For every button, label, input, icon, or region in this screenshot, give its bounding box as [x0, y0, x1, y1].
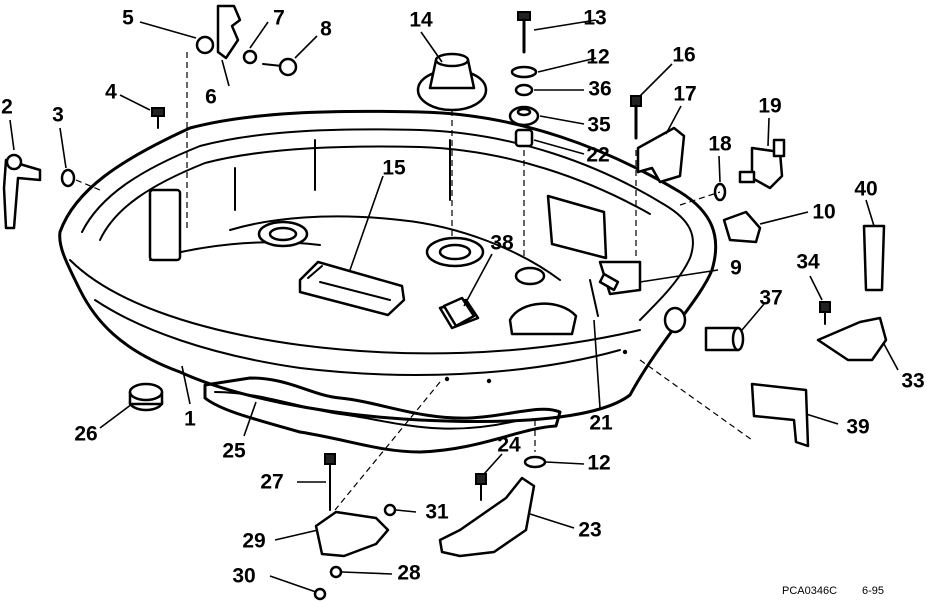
screw-21 — [589, 279, 599, 317]
callout-26: 26 — [74, 423, 97, 446]
callout-13: 13 — [583, 7, 606, 30]
spacer-22 — [514, 128, 534, 148]
socket-38 — [442, 296, 476, 328]
washer-12-bottom — [523, 455, 547, 469]
lower-motor-cover — [58, 109, 718, 424]
callout-23: 23 — [578, 519, 601, 542]
clip-10 — [722, 210, 762, 244]
callout-3: 3 — [52, 104, 64, 127]
callout-27: 27 — [260, 471, 283, 494]
callout-2: 2 — [1, 96, 13, 119]
nut-31 — [383, 503, 397, 517]
figure-ref-code: PCA0346C — [782, 585, 837, 597]
screw-24 — [475, 473, 487, 501]
tube-37 — [704, 326, 745, 352]
callout-24: 24 — [497, 434, 521, 457]
callout-34: 34 — [796, 251, 820, 274]
latch-6 — [216, 4, 242, 60]
callout-31: 31 — [425, 501, 449, 524]
callout-1: 1 — [184, 408, 196, 431]
nut-28 — [329, 565, 343, 579]
bracket-23 — [438, 476, 536, 558]
callout-33: 33 — [901, 370, 924, 393]
washer-7 — [242, 49, 258, 65]
rod-40 — [862, 224, 886, 292]
callout-36: 36 — [588, 78, 611, 101]
assembly-lines — [75, 52, 753, 511]
screw-34 — [819, 301, 831, 325]
callout-18: 18 — [708, 133, 732, 156]
leader-lines — [9, 19, 899, 593]
callout-29: 29 — [242, 530, 265, 553]
callout-19: 19 — [758, 95, 781, 118]
callout-28: 28 — [397, 562, 421, 585]
valve-19 — [738, 138, 786, 190]
bolt-13 — [517, 11, 531, 54]
mount-26 — [128, 382, 164, 412]
bolt-8 — [262, 57, 298, 77]
callout-14: 14 — [409, 9, 433, 32]
callout-39: 39 — [846, 416, 869, 439]
callout-30: 30 — [232, 565, 255, 588]
callout-9: 9 — [730, 257, 742, 280]
lever-2 — [2, 153, 42, 230]
nut-36 — [514, 83, 534, 97]
screw-27 — [324, 453, 336, 511]
callout-16: 16 — [672, 44, 695, 67]
callout-35: 35 — [587, 114, 611, 137]
callout-12-bottom: 12 — [587, 452, 610, 475]
callout-15: 15 — [382, 157, 406, 180]
callout-5: 5 — [122, 7, 134, 30]
bolt-16 — [630, 95, 642, 140]
callout-labels: 1 2 3 4 5 6 7 8 9 10 12 12 13 14 15 16 1… — [1, 7, 925, 588]
callout-25: 25 — [222, 440, 246, 463]
plate-39 — [750, 382, 810, 448]
callout-17: 17 — [673, 83, 696, 106]
callout-40: 40 — [854, 178, 877, 201]
bracket-33 — [816, 316, 888, 362]
callout-6: 6 — [205, 86, 217, 109]
bracket-29 — [314, 510, 390, 558]
callout-37: 37 — [759, 287, 782, 310]
bracket-17 — [636, 126, 686, 184]
callout-22: 22 — [586, 144, 609, 167]
washer-12-top — [510, 65, 538, 79]
seal-25 — [203, 376, 562, 454]
screw-9 — [598, 272, 620, 292]
callout-12-top: 12 — [586, 46, 609, 69]
screw-30 — [313, 587, 327, 601]
washer-3 — [60, 168, 76, 188]
figure-date: 6-95 — [862, 585, 884, 597]
callout-21: 21 — [589, 412, 613, 435]
screw-4 — [151, 107, 165, 129]
mount-35 — [508, 105, 540, 127]
callout-8: 8 — [320, 18, 332, 41]
callout-7: 7 — [273, 7, 285, 30]
grommet-14 — [416, 52, 488, 112]
callout-38: 38 — [490, 232, 514, 255]
callout-4: 4 — [105, 81, 117, 104]
callout-10: 10 — [812, 201, 835, 224]
washer-5 — [195, 35, 215, 55]
